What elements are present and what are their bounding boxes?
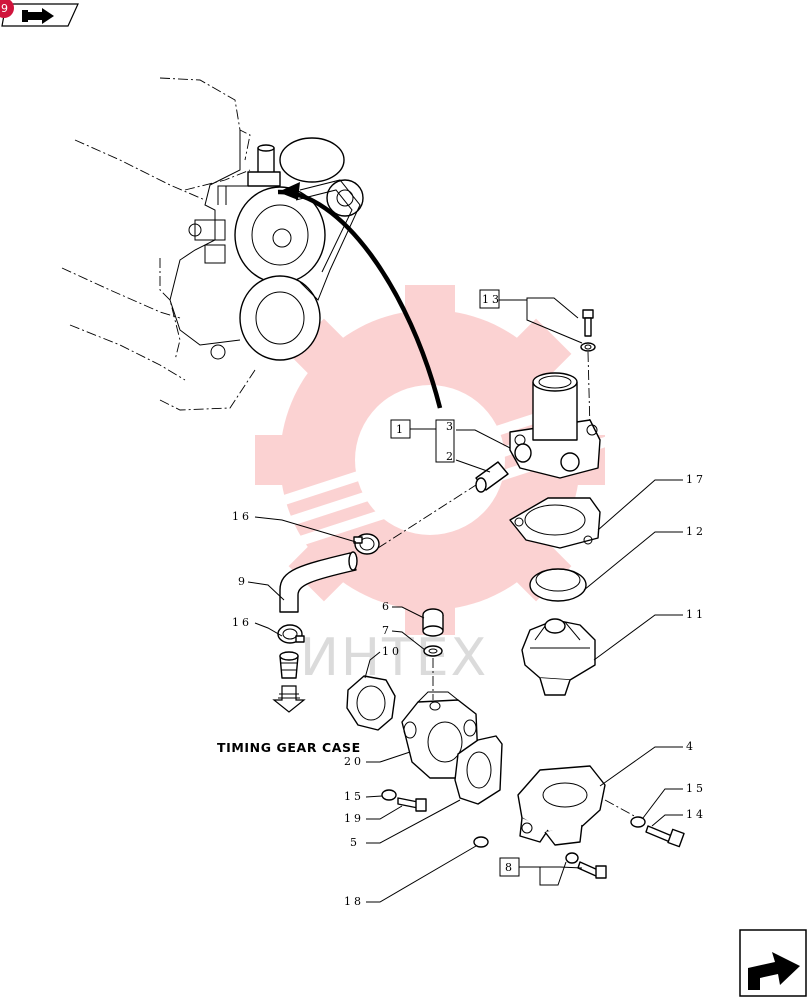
clamp-16-upper	[353, 533, 380, 555]
pipe-nipple	[279, 651, 299, 679]
callout-5: 5	[350, 836, 360, 849]
callout-3: 3	[446, 420, 456, 433]
callout-1: 1	[396, 423, 406, 436]
gasket-17	[509, 497, 601, 549]
gasket-5	[454, 735, 503, 805]
callout-18: 18	[344, 895, 364, 908]
callout-4: 4	[686, 740, 696, 753]
washer-15-left	[381, 789, 397, 801]
washer-7	[423, 645, 443, 657]
callout-8: 8	[505, 861, 515, 874]
plug-6	[422, 608, 444, 637]
next-page-button[interactable]	[739, 929, 807, 997]
location-arrow	[277, 189, 443, 409]
callout-box-13	[479, 289, 500, 309]
hose-9	[279, 551, 358, 613]
callout-14: 14	[686, 808, 706, 821]
callout-7: 7	[382, 624, 392, 637]
callout-9: 9	[238, 575, 248, 588]
caption-timing-gear-case: TIMING GEAR CASE	[217, 740, 361, 755]
back-nav-button[interactable]	[1, 3, 79, 27]
watermark-text: ИНТЕХ	[300, 628, 488, 688]
callout-16-upper: 16	[232, 510, 252, 523]
next-page-arrow-icon	[748, 952, 800, 990]
callout-19: 19	[344, 812, 364, 825]
callout-15-right: 15	[686, 782, 706, 795]
bolt-13	[580, 309, 596, 352]
callout-16-lower: 16	[232, 616, 252, 629]
svg-text:9: 9	[1, 2, 8, 15]
cover-4	[517, 765, 606, 846]
bolt-19	[397, 797, 427, 812]
clamp-16-lower	[277, 624, 305, 644]
callout-2: 2	[446, 450, 456, 463]
callout-6: 6	[382, 600, 392, 613]
callout-20: 20	[344, 755, 364, 768]
engine-overview	[61, 77, 364, 411]
thermostat-housing-3	[509, 372, 601, 479]
washer-18	[473, 836, 489, 848]
thermostat-11	[521, 618, 596, 696]
callout-10: 10	[382, 645, 402, 658]
gasket-10	[346, 675, 396, 731]
callout-12: 12	[686, 525, 706, 538]
callout-group-1	[435, 419, 455, 463]
callout-11: 11	[686, 608, 706, 621]
nipple-2	[475, 461, 509, 493]
callout-17: 17	[686, 473, 706, 486]
bolt-8	[565, 852, 607, 879]
washer-15-right	[630, 816, 646, 828]
seal-ring-12	[529, 568, 587, 602]
callout-15-left: 15	[344, 790, 364, 803]
callout-13: 13	[482, 293, 502, 306]
page-number-badge: 9	[0, 0, 14, 18]
down-arrow-icon	[272, 685, 306, 713]
bolt-14	[645, 825, 685, 848]
book-back-arrow-icon	[22, 8, 54, 24]
